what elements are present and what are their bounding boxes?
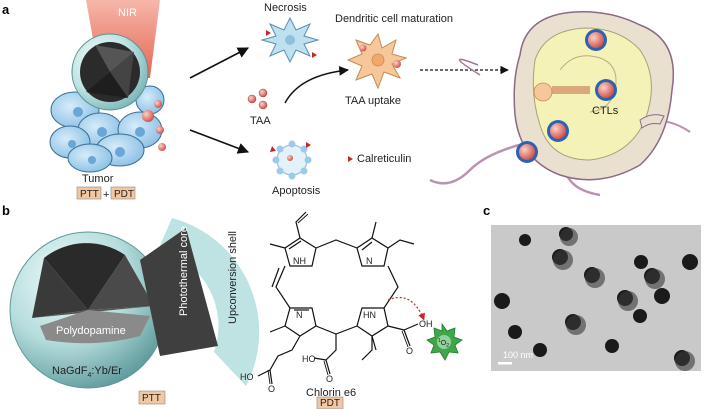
- nagdf-sub: 4: [87, 372, 91, 379]
- nagdf-main: NaGdF: [52, 365, 88, 377]
- singlet-o: O: [441, 340, 447, 347]
- arrow-to-necrosis: [189, 47, 249, 79]
- red-particles-a: [142, 100, 166, 151]
- oh-label: OH: [419, 319, 433, 329]
- arrow-taa-uptake: [284, 66, 349, 104]
- singlet-oxygen-icon: [426, 322, 463, 361]
- pdt-tag-b-box: [316, 396, 344, 409]
- polydopamine-label: Polydopamine: [56, 325, 126, 337]
- taa-label: TAA: [250, 115, 271, 127]
- singlet-sup: 1: [438, 338, 441, 344]
- pdt-tag-a-box: [110, 186, 136, 200]
- calreticulin-label: Calreticulin: [357, 153, 411, 165]
- chlorin-label: Chlorin e6: [306, 387, 356, 399]
- necrosis-label: Necrosis: [264, 2, 307, 14]
- singlet-oxygen-label: 1O2: [438, 338, 449, 349]
- lymph-node: [429, 11, 691, 197]
- ptt-tag-a: PTT: [80, 189, 99, 200]
- scale-bar-label: 100 nm: [503, 350, 533, 360]
- nh-label: NH: [293, 256, 306, 266]
- nanoparticle-a: [71, 33, 149, 111]
- pdt-tag-a: PDT: [114, 189, 134, 200]
- necrosis-cell: [260, 16, 320, 64]
- tumor-cells: [49, 85, 165, 173]
- taa-uptake-label: TAA uptake: [345, 95, 401, 107]
- ho-label-1: HO: [240, 372, 254, 382]
- tumor-label: Tumor: [82, 173, 114, 185]
- n-label-2: N: [296, 310, 303, 320]
- nagdf-rest: :Yb/Er: [91, 365, 122, 377]
- o-label-3: O: [406, 346, 413, 356]
- ptt-tag-a-box: [76, 186, 102, 200]
- apoptosis-cell: [270, 140, 312, 180]
- arrow-to-apoptosis: [189, 129, 250, 154]
- apoptosis-label: Apoptosis: [272, 185, 321, 197]
- ctl-cells: [516, 29, 617, 163]
- pdt-tag-b: PDT: [320, 398, 340, 409]
- ptt-tag-b-box: [138, 390, 166, 405]
- plus-sign: +: [103, 189, 109, 201]
- upconversion-shell-label: Upconversion shell: [227, 231, 239, 324]
- dendritic-cell: [346, 32, 408, 90]
- nanoparticle-b: [9, 218, 260, 389]
- panel-label-b: b: [2, 203, 10, 218]
- nir-label: NIR: [118, 7, 137, 19]
- ho-label-2: HO: [302, 354, 316, 364]
- chlorin-e6-structure: [257, 211, 419, 385]
- tem-image: [491, 225, 701, 371]
- ctls-label: CTLs: [592, 105, 619, 117]
- calreticulin-icon: [348, 156, 353, 162]
- n-label-1: N: [366, 256, 373, 266]
- panel-label-c: c: [483, 203, 490, 218]
- dendritic-label: Dendritic cell maturation: [335, 13, 453, 25]
- o-label-2: O: [326, 374, 333, 384]
- singlet-sub: 2: [446, 343, 449, 349]
- hn-label: HN: [363, 310, 376, 320]
- ptt-tag-b: PTT: [142, 393, 161, 404]
- red-dotted-arrow: [387, 296, 425, 321]
- nagdf-label: NaGdF4:Yb/Er: [52, 365, 122, 379]
- panel-label-a: a: [2, 2, 10, 17]
- photothermal-core-label: Photothermal core: [178, 226, 190, 316]
- o-label-1: O: [268, 384, 275, 394]
- taa-particles: [247, 88, 268, 110]
